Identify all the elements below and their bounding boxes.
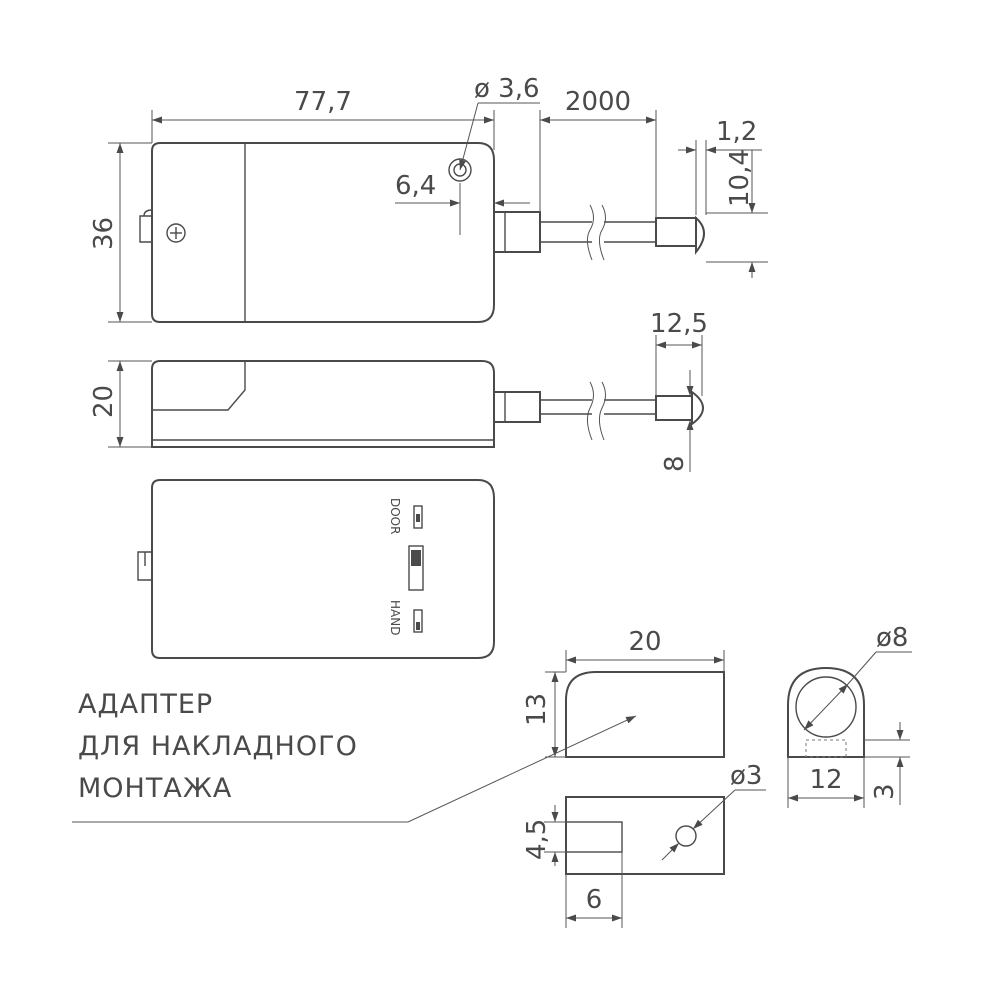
adapter-front (565, 671, 725, 758)
dim-hole-dia: ø 3,6 (474, 74, 540, 104)
caption-line-3: МОНТАЖА (78, 773, 233, 804)
dim-plug-height: 10,4 (725, 149, 755, 207)
magnet-hole (795, 676, 857, 738)
dim-slot-width: 6 (586, 885, 603, 915)
dim-slot-height: 4,5 (522, 819, 552, 860)
side-view: 20 12,5 8 (89, 309, 708, 472)
dim-magnet-base: 3 (870, 783, 900, 800)
sensor-body-top (151, 142, 495, 323)
side-connector (493, 391, 541, 423)
dim-hole-offset: 6,4 (395, 171, 436, 201)
switch-label-hand: HAND (388, 600, 402, 635)
switch-door (413, 505, 423, 529)
switch-hand (413, 609, 423, 633)
adapter-bottom (565, 796, 725, 875)
side-plug-tip (691, 390, 704, 426)
bottom-view: DOOR HAND (137, 479, 495, 659)
sensor-body-bottom (151, 479, 495, 659)
dim-adapter-width: 20 (628, 627, 661, 657)
dim-magnet-dia: ø8 (876, 623, 908, 653)
side-plug (655, 395, 693, 421)
adapter-side-view: ø8 12 3 (787, 623, 912, 808)
dim-length: 77,7 (294, 87, 352, 117)
top-view: 77,7 ø 3,6 2000 6,4 1,2 10,4 36 (89, 74, 768, 323)
caption-line-2: ДЛЯ НАКЛАДНОГО (78, 731, 358, 762)
dim-screw-dia: ø3 (730, 761, 762, 791)
screw-icon (166, 223, 186, 243)
adapter-front-view: 20 13 (72, 627, 725, 823)
dim-depth: 20 (89, 385, 119, 418)
switch-label-door: DOOR (388, 498, 402, 534)
adapter-side (787, 666, 865, 758)
switch-mode (408, 545, 424, 591)
dim-plug-length: 12,5 (650, 309, 708, 339)
dim-plug-dia: 8 (660, 455, 690, 472)
adapter-screw-hole (675, 825, 697, 847)
dim-cable: 2000 (565, 87, 631, 117)
caption-line-1: АДАПТЕР (78, 689, 214, 720)
cable-plug (655, 217, 697, 247)
mount-notch (139, 209, 153, 243)
switch-mode-knob (411, 550, 421, 566)
dim-height: 36 (89, 217, 119, 250)
dim-adapter-height: 13 (522, 693, 552, 726)
body-step (152, 361, 246, 411)
plug-tip (695, 215, 705, 255)
dim-magnet-width: 12 (809, 765, 842, 795)
caption-leader (72, 715, 637, 823)
adapter-bottom-view: ø3 4,5 6 (522, 761, 766, 928)
sensor-body-side (151, 360, 495, 448)
dim-gap: 1,2 (716, 117, 757, 147)
adapter-slot (565, 821, 623, 853)
cable-connector (493, 211, 541, 253)
bottom-notch (137, 551, 152, 581)
adapter-caption: АДАПТЕР ДЛЯ НАКЛАДНОГО МОНТАЖА (78, 684, 408, 810)
